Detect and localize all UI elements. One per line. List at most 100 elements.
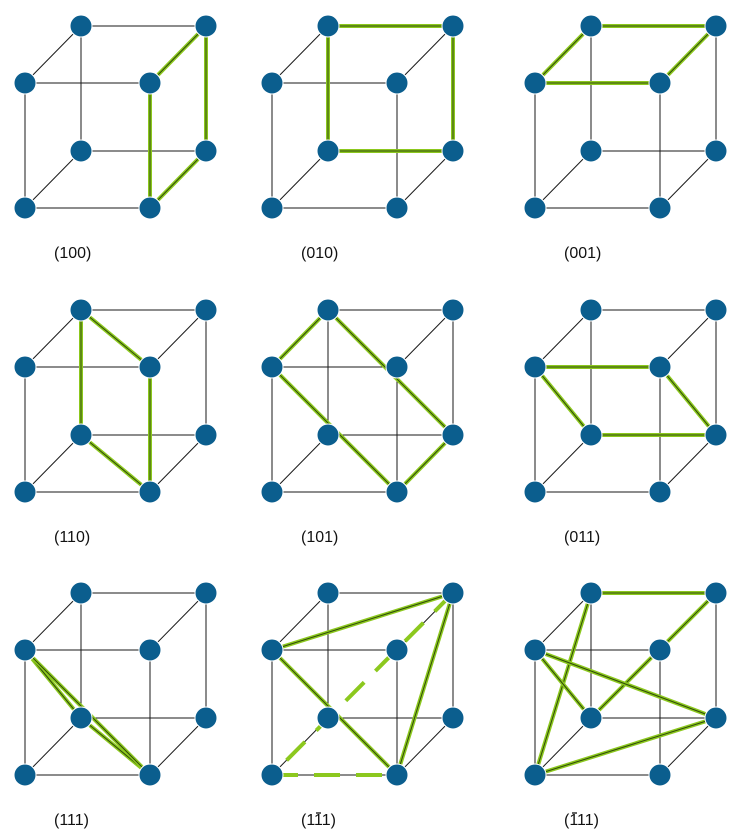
cube-edge bbox=[149, 592, 207, 651]
plane-edge-core bbox=[659, 25, 717, 84]
lattice-node bbox=[138, 196, 162, 220]
lattice-node bbox=[648, 763, 672, 787]
cube-edge bbox=[149, 434, 207, 493]
lattice-node bbox=[13, 355, 37, 379]
lattice-node bbox=[13, 638, 37, 662]
lattice-node bbox=[316, 139, 340, 163]
panel-grid: (100)(010)(001)(110)(101)(011)(111)(111)… bbox=[13, 14, 728, 829]
plane-outline bbox=[79, 308, 152, 494]
lattice-node bbox=[579, 298, 603, 322]
lattice-node bbox=[138, 638, 162, 662]
plane-outline bbox=[326, 24, 455, 153]
cube-edge bbox=[271, 592, 329, 651]
lattice-node bbox=[194, 706, 218, 730]
lattice-node bbox=[316, 298, 340, 322]
cube-edge bbox=[24, 25, 82, 84]
lattice-node bbox=[648, 480, 672, 504]
plane-edge-core bbox=[396, 592, 454, 776]
plane-outline bbox=[533, 591, 718, 777]
plane-edge-core bbox=[534, 25, 592, 84]
lattice-node bbox=[260, 196, 284, 220]
lattice-node bbox=[69, 706, 93, 730]
cube-edge bbox=[24, 592, 82, 651]
lattice-node bbox=[441, 14, 465, 38]
miller-label: (101) bbox=[301, 529, 338, 546]
lattice-node bbox=[138, 763, 162, 787]
lattice-node bbox=[385, 480, 409, 504]
lattice-node bbox=[648, 196, 672, 220]
lattice-node bbox=[13, 196, 37, 220]
lattice-node bbox=[316, 581, 340, 605]
miller-label: (100) bbox=[54, 245, 91, 262]
cube-edge bbox=[534, 592, 592, 651]
panel-011: (011) bbox=[523, 298, 728, 546]
plane-outline bbox=[270, 591, 455, 777]
lattice-node bbox=[441, 706, 465, 730]
cube-edge bbox=[149, 717, 207, 776]
lattice-node bbox=[704, 706, 728, 730]
plane-outline bbox=[533, 365, 718, 437]
lattice-node bbox=[704, 423, 728, 447]
panel-101: (101) bbox=[260, 298, 465, 546]
lattice-node bbox=[704, 139, 728, 163]
lattice-node bbox=[69, 581, 93, 605]
plane-edge-core bbox=[80, 434, 151, 493]
miller-label: (111) bbox=[564, 812, 599, 829]
lattice-node bbox=[523, 355, 547, 379]
lattice-node bbox=[648, 71, 672, 95]
plane-edge-hidden bbox=[270, 591, 455, 777]
lattice-node bbox=[69, 423, 93, 447]
lattice-node bbox=[194, 139, 218, 163]
lattice-node bbox=[13, 763, 37, 787]
lattice-node bbox=[385, 196, 409, 220]
lattice-node bbox=[69, 139, 93, 163]
lattice-node bbox=[385, 763, 409, 787]
cube-edges bbox=[271, 25, 454, 209]
cube-edge bbox=[24, 434, 82, 493]
miller-label: (001) bbox=[564, 245, 601, 262]
cube-edge bbox=[659, 150, 717, 209]
lattice-nodes bbox=[260, 581, 465, 787]
lattice-node bbox=[260, 71, 284, 95]
cube-edge bbox=[396, 309, 454, 368]
lattice-node bbox=[316, 706, 340, 730]
lattice-node bbox=[523, 480, 547, 504]
lattice-node bbox=[704, 581, 728, 605]
cube-edge bbox=[396, 150, 454, 209]
lattice-node bbox=[194, 423, 218, 447]
plane-edge-core bbox=[271, 592, 454, 651]
lattice-node bbox=[579, 706, 603, 730]
cube-edge bbox=[149, 309, 207, 368]
cube-edge bbox=[396, 25, 454, 84]
miller-label: (111) bbox=[54, 812, 89, 829]
lattice-node bbox=[194, 581, 218, 605]
lattice-node bbox=[69, 298, 93, 322]
lattice-node bbox=[523, 71, 547, 95]
cube-edge bbox=[534, 434, 592, 493]
cube-edge bbox=[659, 434, 717, 493]
plane-edge-core bbox=[149, 25, 207, 84]
lattice-node bbox=[704, 298, 728, 322]
cube-edge bbox=[271, 434, 329, 493]
lattice-node bbox=[441, 139, 465, 163]
cube-edge bbox=[659, 717, 717, 776]
lattice-node bbox=[260, 355, 284, 379]
lattice-nodes bbox=[523, 298, 728, 504]
lattice-nodes bbox=[13, 14, 218, 220]
lattice-node bbox=[441, 298, 465, 322]
lattice-node bbox=[523, 196, 547, 220]
cube-edge bbox=[24, 309, 82, 368]
lattice-node bbox=[138, 480, 162, 504]
lattice-node bbox=[194, 14, 218, 38]
plane-edge-core bbox=[80, 309, 151, 368]
cube-edge bbox=[534, 717, 592, 776]
lattice-node bbox=[704, 14, 728, 38]
lattice-node bbox=[13, 71, 37, 95]
plane-edge-core bbox=[659, 366, 717, 436]
plane-edge-core bbox=[534, 366, 592, 436]
panel-1-11: (111) bbox=[260, 581, 465, 829]
lattice-nodes bbox=[13, 298, 218, 504]
lattice-nodes bbox=[523, 581, 728, 787]
lattice-nodes bbox=[13, 581, 218, 787]
